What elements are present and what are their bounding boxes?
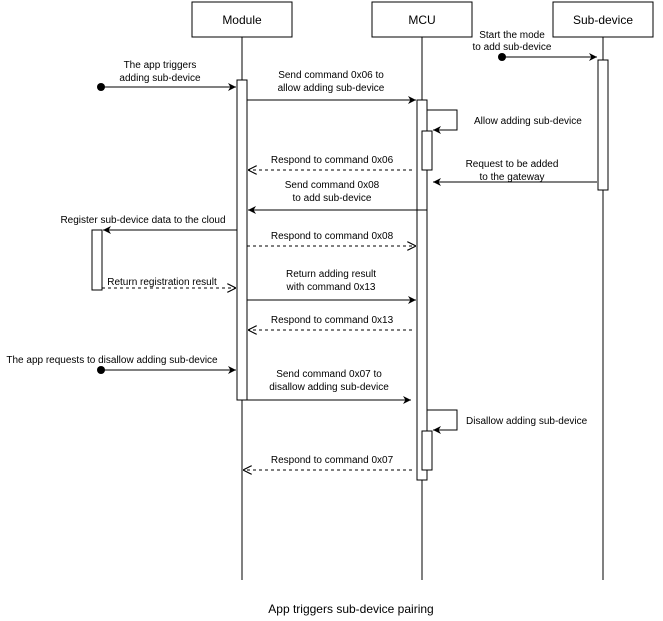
message-return-0x13: Return adding result with command 0x13 — [247, 269, 416, 304]
activation-mcu-allow — [421, 130, 433, 171]
message-label: disallow adding sub-device — [269, 382, 389, 393]
message-label: Disallow adding sub-device — [466, 416, 588, 427]
activation-subdevice — [597, 59, 609, 191]
message-return-registration: Return registration result — [102, 277, 236, 288]
message-label: Send command 0x06 to — [278, 70, 384, 81]
message-label: allow adding sub-device — [278, 83, 385, 94]
message-label: Request to be added — [466, 159, 559, 170]
message-label: The app requests to disallow adding sub-… — [6, 355, 218, 366]
message-respond-0x06: Respond to command 0x06 — [248, 155, 412, 170]
message-label: Respond to command 0x06 — [271, 155, 394, 166]
message-send-0x08: Send command 0x08 to add sub-device — [248, 180, 427, 214]
diagram-caption: App triggers sub-device pairing — [268, 602, 433, 616]
message-label: Respond to command 0x07 — [271, 455, 394, 466]
message-label: to add sub-device — [473, 42, 552, 53]
message-allow-self: Allow adding sub-device — [427, 109, 582, 134]
message-label: The app triggers — [124, 60, 197, 71]
message-app-triggers: The app triggers adding sub-device — [97, 60, 236, 91]
message-respond-0x08: Respond to command 0x08 — [247, 231, 416, 246]
participant-subdevice-label: Sub-device — [573, 13, 633, 27]
message-register-cloud: Register sub-device data to the cloud — [60, 215, 237, 234]
message-label: with command 0x13 — [286, 282, 376, 293]
activation-mcu-main — [416, 99, 428, 481]
message-app-disallow: The app requests to disallow adding sub-… — [6, 355, 236, 374]
message-label: Allow adding sub-device — [474, 116, 582, 127]
participant-module-label: Module — [222, 13, 262, 27]
activation-cloud — [91, 229, 103, 291]
message-label: Register sub-device data to the cloud — [60, 215, 225, 226]
message-label: Start the mode — [479, 30, 545, 41]
message-respond-0x07: Respond to command 0x07 — [243, 455, 412, 470]
message-label: Send command 0x08 — [285, 180, 380, 191]
message-label: adding sub-device — [119, 73, 201, 84]
message-label: Return registration result — [107, 277, 217, 288]
message-label: Respond to command 0x08 — [271, 231, 394, 242]
message-disallow-self: Disallow adding sub-device — [427, 409, 588, 434]
message-label: to add sub-device — [293, 193, 372, 204]
participant-mcu-label: MCU — [408, 13, 435, 27]
message-respond-0x13: Respond to command 0x13 — [248, 315, 412, 330]
message-send-0x06: Send command 0x06 to allow adding sub-de… — [247, 70, 416, 104]
message-send-0x07: Send command 0x07 to disallow adding sub… — [247, 369, 411, 404]
activation-module-main — [236, 79, 248, 401]
message-start-mode: Start the mode to add sub-device — [473, 30, 597, 61]
message-label: Return adding result — [286, 269, 376, 280]
activation-mcu-disallow — [421, 430, 433, 471]
message-request-added: Request to be added to the gateway — [433, 159, 597, 186]
message-label: to the gateway — [479, 172, 544, 183]
message-label: Send command 0x07 to — [276, 369, 382, 380]
message-label: Respond to command 0x13 — [271, 315, 394, 326]
